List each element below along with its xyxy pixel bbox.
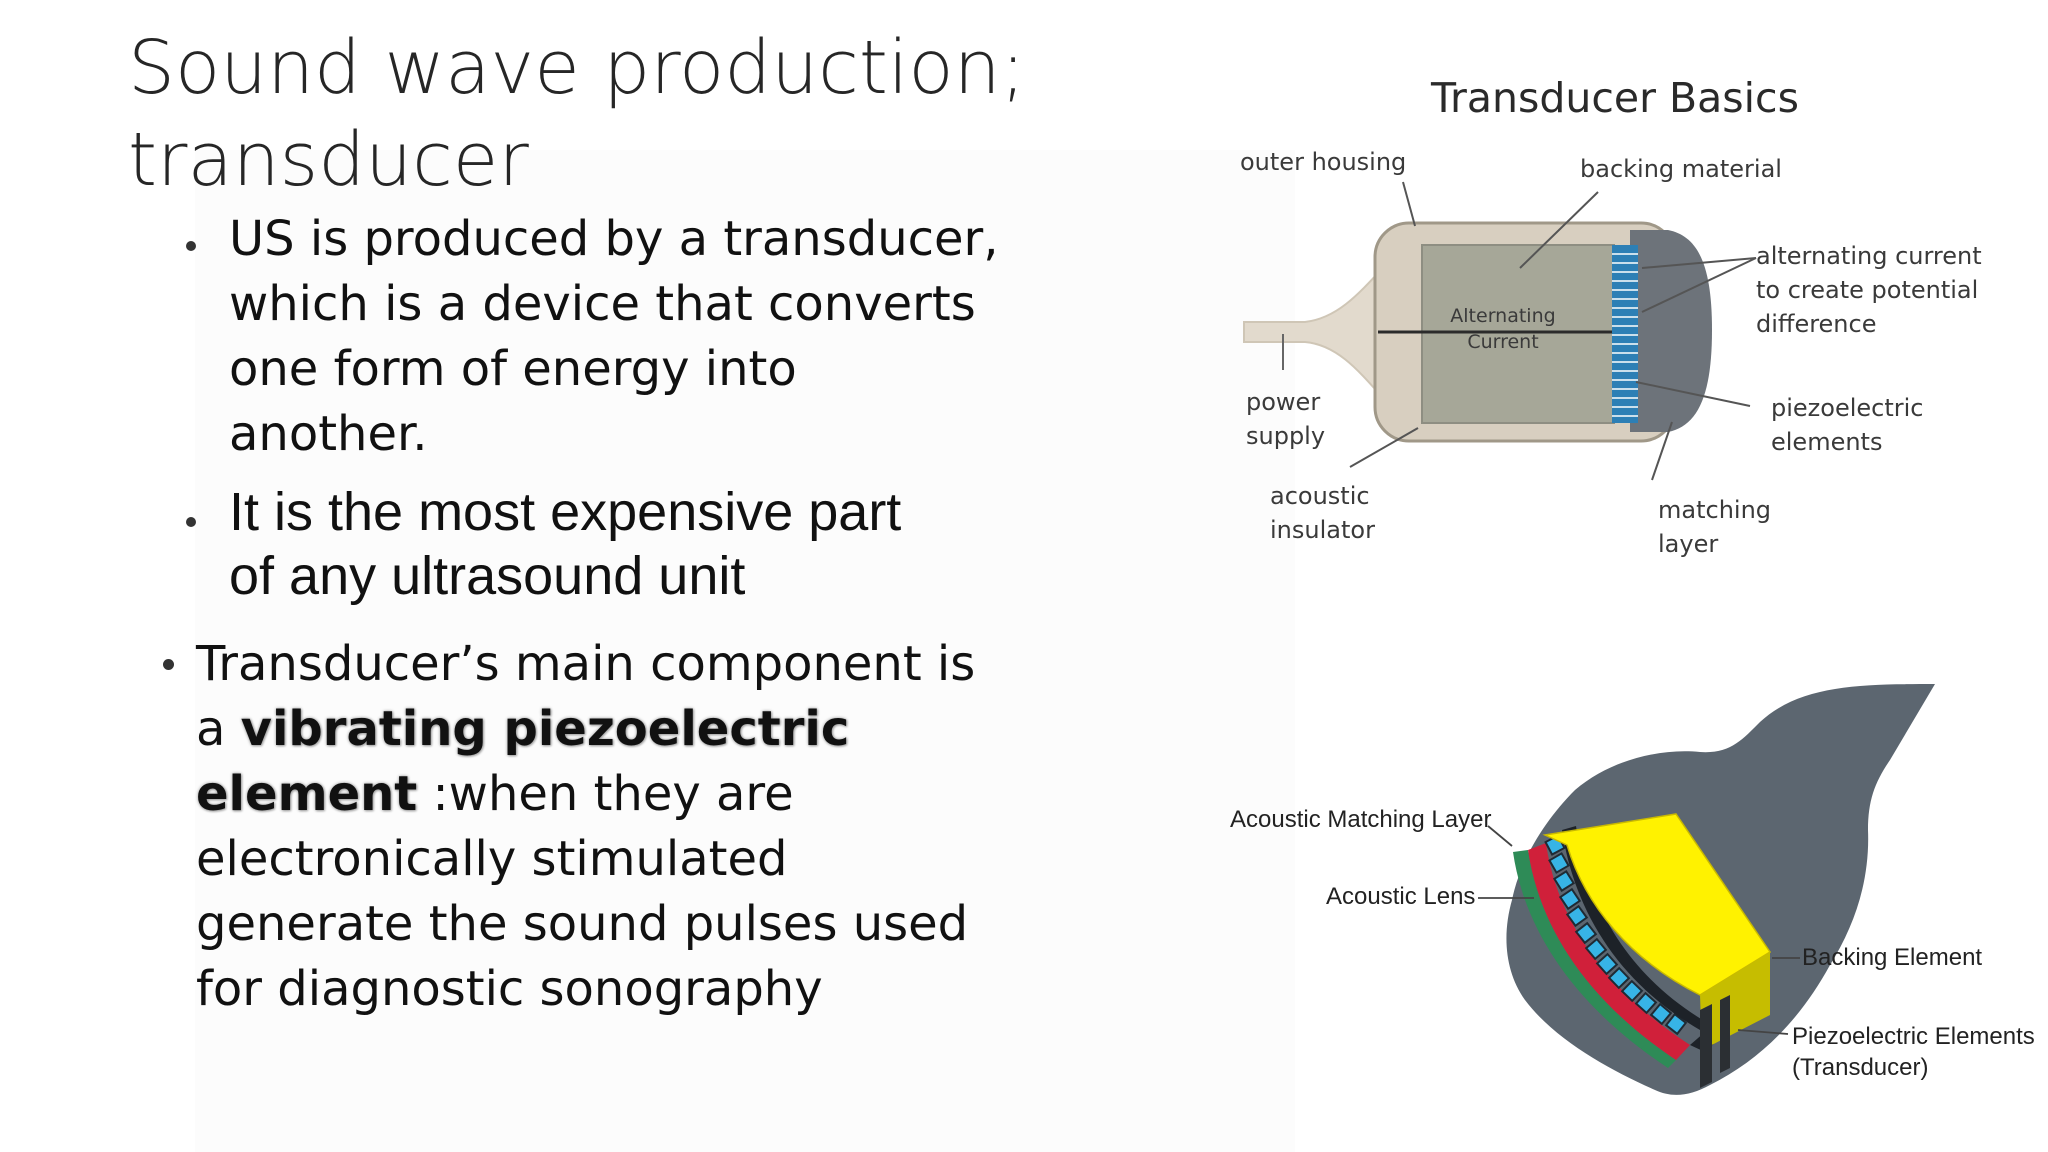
cable-neck (1243, 255, 1393, 411)
diagram-title: Transducer Basics (1430, 74, 1799, 122)
backing-material-block (1421, 244, 1615, 424)
label-acoustic-lens: Acoustic Lens (1326, 883, 1475, 910)
bullet-dot (163, 659, 174, 670)
content-background (195, 150, 1295, 1152)
bullet-2-line: It is the most expensive part (229, 482, 902, 542)
backing-element-top (1542, 813, 1772, 996)
probe-leader-lines (1478, 825, 1800, 1035)
bullet-3-line: a vibrating piezoelectric (196, 697, 975, 762)
bold-term-vibrating-piezoelectric: vibrating piezoelectric (240, 701, 850, 757)
bullet-dot (186, 241, 196, 251)
label-matching-layer: matching (1658, 496, 1771, 524)
label-piezoelectric-elements: Piezoelectric Elements (1792, 1023, 2035, 1050)
bullet-3-line: Transducer’s main component is (196, 636, 976, 692)
bullet-3-line: element :when they are (196, 762, 975, 827)
label-backing-material: backing material (1580, 155, 1782, 183)
bullet-1-line: which is a device that converts (229, 276, 976, 332)
inner-label: Alternating (1450, 305, 1555, 327)
lens-edge (1513, 850, 1676, 1068)
label-piezoelectric-elements: (Transducer) (1792, 1054, 1928, 1081)
label-alternating-current: difference (1756, 310, 1876, 338)
bullet-dot (186, 517, 196, 527)
title-line: transducer (128, 117, 529, 203)
label-piezoelectric-elements: elements (1771, 428, 1882, 456)
leader-lines (1349, 181, 1757, 481)
backing-element-front (1700, 952, 1770, 1050)
label-matching-layer: layer (1658, 530, 1718, 558)
bullet-1-line: another. (229, 406, 428, 462)
label-alternating-current: to create potential (1756, 276, 1978, 304)
label-acoustic-matching-layer: Acoustic Matching Layer (1230, 806, 1491, 833)
bullet-1: US is produced by a transducer, which is… (229, 207, 999, 467)
end-stripe (1720, 995, 1730, 1073)
bullet-1-line: US is produced by a transducer, (229, 211, 999, 267)
label-power-supply: power (1246, 388, 1320, 416)
bullet-2-line: of any ultrasound unit (229, 546, 746, 606)
slide-title: Sound wave production; transducer (128, 22, 1128, 206)
bullet-3-line: generate the sound pulses used (196, 896, 969, 952)
label-backing-element: Backing Element (1802, 944, 1982, 971)
label-acoustic-insulator: insulator (1270, 516, 1375, 544)
transducer-basics-diagram: Transducer Basics (1240, 74, 1982, 558)
front-nose (1630, 230, 1712, 432)
bullet-2: It is the most expensive part of any ult… (229, 480, 901, 608)
bold-term-element: element (196, 766, 418, 822)
piezoelectric-stack (1612, 245, 1638, 423)
inner-label: Current (1467, 331, 1538, 353)
acoustic-lens (1528, 843, 1690, 1060)
bullet-1-line: one form of energy into (229, 341, 797, 397)
label-acoustic-insulator: acoustic (1270, 482, 1370, 510)
label-piezoelectric-elements: piezoelectric (1771, 394, 1923, 422)
label-power-supply: supply (1246, 422, 1325, 450)
bullet-3-rest: :when they are (417, 766, 794, 822)
bullet-3-line: for diagnostic sonography (196, 961, 823, 1017)
bullet-3-plain: a (196, 701, 241, 757)
end-stripe (1700, 1004, 1712, 1088)
piezo-element-blocks (1544, 834, 1688, 1036)
label-outer-housing: outer housing (1240, 148, 1406, 176)
probe-cross-section-diagram: Acoustic Matching Layer Acoustic Lens Ba… (1230, 684, 2035, 1095)
label-alternating-current: alternating current (1756, 242, 1982, 270)
title-line: Sound wave production; (128, 25, 1026, 111)
piezo-stripe-lines (1612, 253, 1638, 417)
bullet-3-line: electronically stimulated (196, 831, 788, 887)
bullet-3: Transducer’s main component is a vibrati… (196, 632, 975, 1022)
